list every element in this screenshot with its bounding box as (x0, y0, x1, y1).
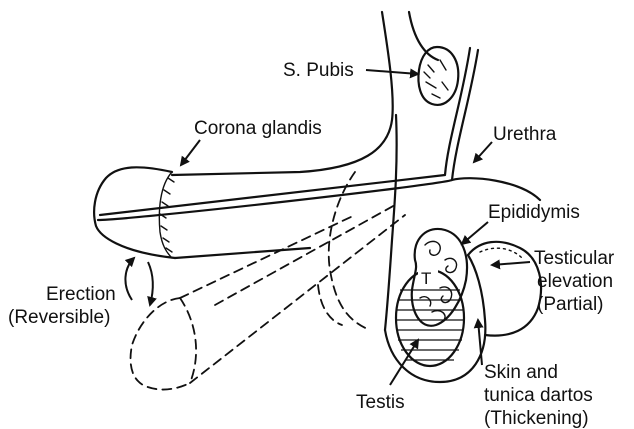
label-testis: Testis (356, 392, 405, 413)
erection-arrow-up (125, 258, 134, 300)
label-erection-2: (Reversible) (8, 307, 110, 328)
label-urethra: Urethra (493, 124, 557, 145)
pubis-texture (424, 60, 448, 98)
erect-shaft-mid (215, 205, 395, 305)
testis-pointer (390, 340, 418, 385)
erect-glans-ring (180, 298, 196, 383)
erect-shaft-lower (190, 215, 405, 383)
testis-mark: T (421, 269, 431, 288)
label-testicular-3: (Partial) (537, 294, 604, 315)
label-epididymis: Epididymis (488, 202, 580, 223)
urethra-lower (452, 178, 540, 200)
label-skin-2: tunica dartos (484, 385, 593, 406)
erect-root-2 (318, 285, 342, 325)
label-erection-1: Erection (46, 284, 116, 305)
erect-penis-outline (131, 298, 190, 390)
pubis-pointer (366, 70, 418, 74)
corona-pointer (181, 140, 200, 165)
testicular-pointer (492, 262, 530, 265)
body-wall-inner (409, 12, 438, 60)
pubis-bone (418, 47, 458, 105)
urethra-pointer (474, 142, 492, 162)
epididymis-pointer (462, 222, 488, 244)
label-skin-3: (Thickening) (484, 408, 589, 429)
label-skin-1: Skin and (484, 362, 558, 383)
label-corona: Corona glandis (194, 118, 322, 139)
penis-shaft-lower (175, 248, 310, 258)
scrotum-dots (480, 248, 522, 258)
erection-arrow-down (148, 262, 153, 305)
label-pubis: S. Pubis (283, 60, 354, 81)
label-testicular-1: Testicular (534, 248, 615, 269)
label-testicular-2: elevation (537, 271, 613, 292)
body-wall-outline (172, 12, 393, 175)
